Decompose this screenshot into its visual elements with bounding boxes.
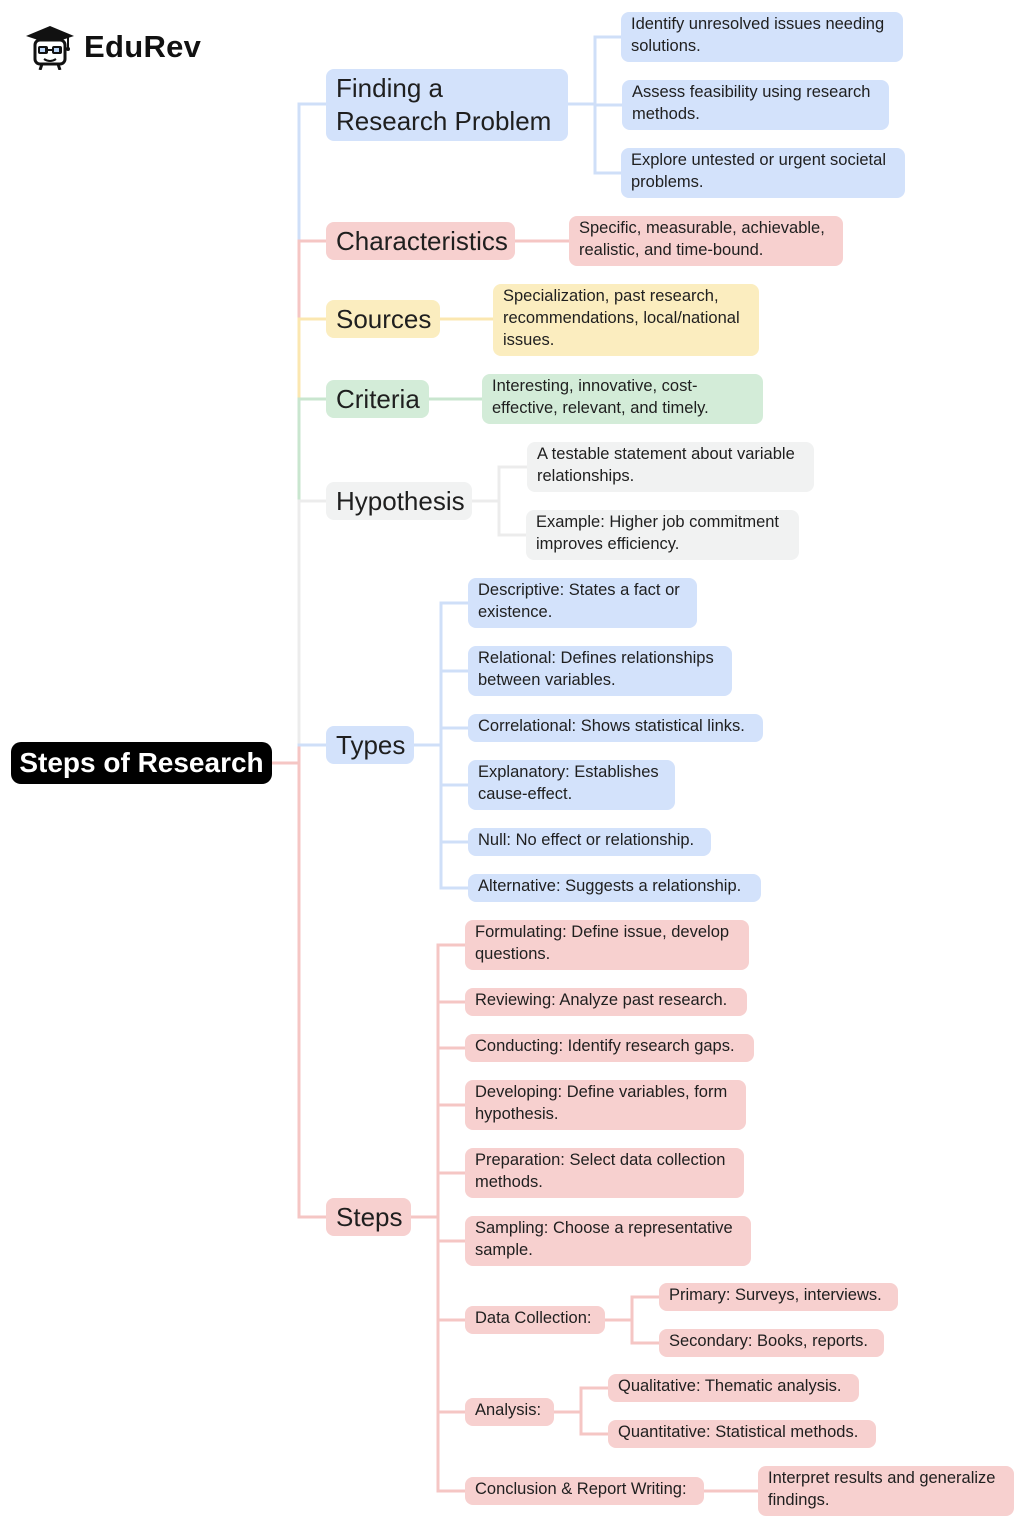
steps-item-data-collection: Data Collection:: [465, 1306, 605, 1334]
types-item-descriptive: Descriptive: States a fact or existence.: [468, 578, 697, 628]
hypothesis-item-definition: A testable statement about variable rela…: [527, 442, 814, 492]
finding-item-untested-problems: Explore untested or urgent societal prob…: [621, 148, 905, 198]
graduate-cap-face-icon: [26, 26, 74, 70]
steps-item-preparation: Preparation: Select data collection meth…: [465, 1148, 744, 1198]
types-item-relational: Relational: Defines relationships betwee…: [468, 646, 732, 696]
steps-item-conducting: Conducting: Identify research gaps.: [465, 1034, 754, 1062]
types-item-alternative: Alternative: Suggests a relationship.: [468, 874, 761, 902]
brand-name: EduRev: [84, 29, 202, 64]
types-item-correlational: Correlational: Shows statistical links.: [468, 714, 763, 742]
criteria-item-list: Interesting, innovative, cost-effective,…: [482, 374, 763, 424]
steps-item-formulating: Formulating: Define issue, develop quest…: [465, 920, 749, 970]
topic-characteristics: Characteristics: [326, 222, 515, 260]
sources-item-list: Specialization, past research, recommend…: [493, 284, 759, 356]
finding-item-feasibility: Assess feasibility using research method…: [622, 80, 889, 130]
topic-steps: Steps: [326, 1198, 411, 1236]
steps-item-reviewing: Reviewing: Analyze past research.: [465, 988, 747, 1016]
conclusion-item-interpret: Interpret results and generalize finding…: [758, 1466, 1014, 1516]
finding-item-unresolved-issues: Identify unresolved issues needing solut…: [621, 12, 903, 62]
types-item-null: Null: No effect or relationship.: [468, 828, 711, 856]
data-collection-item-primary: Primary: Surveys, interviews.: [659, 1283, 898, 1311]
root-node: Steps of Research: [11, 742, 272, 784]
topic-finding-research-problem: Finding a Research Problem: [326, 69, 568, 141]
types-item-explanatory: Explanatory: Establishes cause-effect.: [468, 760, 675, 810]
topic-hypothesis: Hypothesis: [326, 482, 472, 520]
data-collection-item-secondary: Secondary: Books, reports.: [659, 1329, 884, 1357]
topic-sources: Sources: [326, 300, 440, 338]
steps-item-analysis: Analysis:: [465, 1398, 554, 1426]
analysis-item-quantitative: Quantitative: Statistical methods.: [608, 1420, 876, 1448]
steps-item-developing: Developing: Define variables, form hypot…: [465, 1080, 746, 1130]
steps-item-conclusion: Conclusion & Report Writing:: [465, 1477, 704, 1505]
steps-item-sampling: Sampling: Choose a representative sample…: [465, 1216, 751, 1266]
analysis-item-qualitative: Qualitative: Thematic analysis.: [608, 1374, 859, 1402]
hypothesis-item-example: Example: Higher job commitment improves …: [526, 510, 799, 560]
characteristics-item-smart: Specific, measurable, achievable, realis…: [569, 216, 843, 266]
topic-criteria: Criteria: [326, 380, 429, 418]
edurev-logo: EduRev: [24, 24, 201, 70]
topic-types: Types: [326, 726, 414, 764]
